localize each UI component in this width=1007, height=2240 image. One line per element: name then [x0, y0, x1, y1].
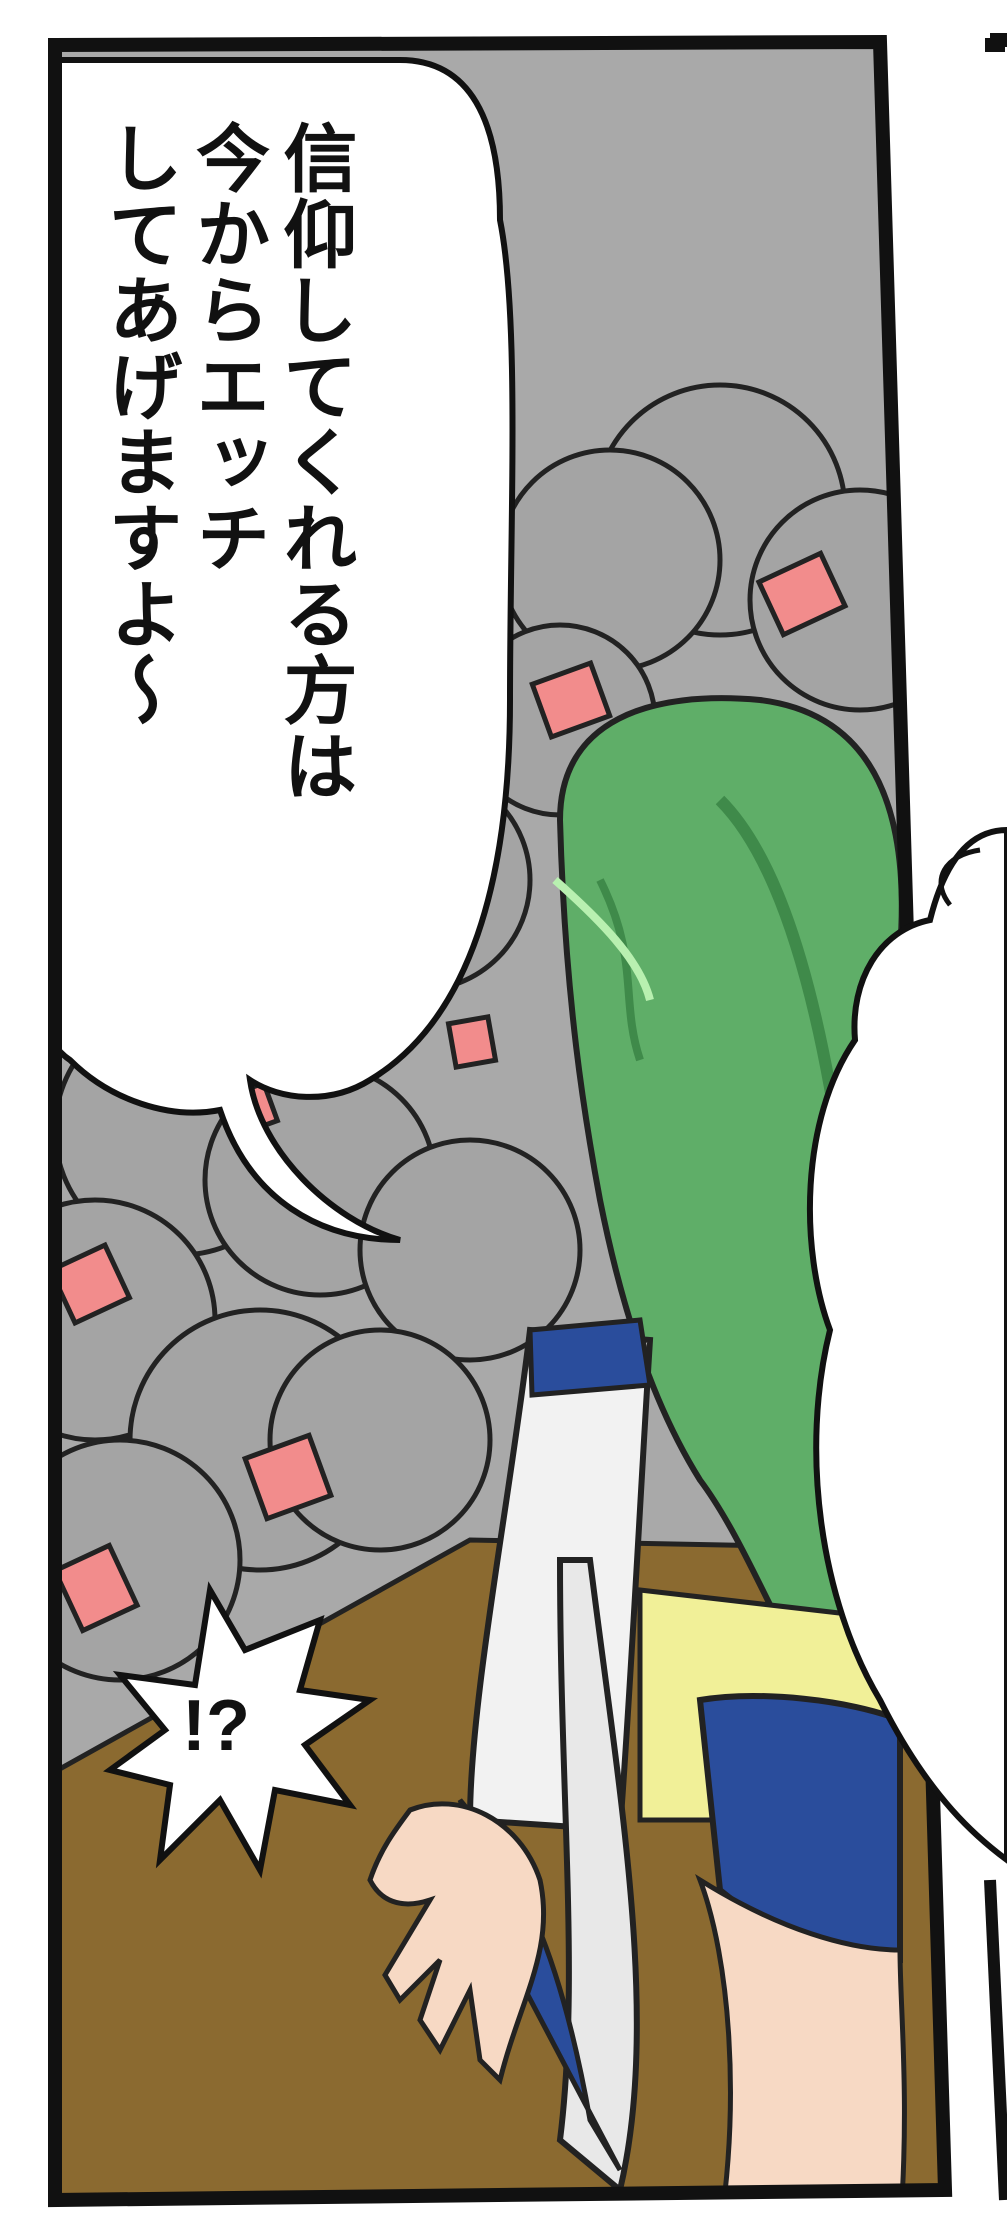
speech-main-text: 信仰してくれる方は 今からエッチ してあげますよ～ — [95, 120, 357, 804]
sleeve-drape — [556, 1557, 640, 2196]
left-panel — [48, 34, 953, 2208]
legs — [695, 1873, 907, 2200]
sleeve-band — [527, 1317, 653, 1398]
sfx-text: !? — [182, 1686, 250, 1766]
left-panel-border — [48, 34, 953, 2208]
hand — [367, 1801, 547, 2085]
speech-main-line: してあげますよ～ — [96, 120, 183, 728]
speech-bubble-right — [806, 826, 1007, 1864]
speech-right-line: ここ — [980, 1000, 1007, 1156]
speech-main-line: 今からエッチ — [183, 120, 270, 576]
right-panel — [806, 33, 1007, 2201]
sfx-burst — [103, 1581, 378, 1879]
speech-main-line: 信仰してくれる方は — [270, 120, 357, 804]
speech-right-text: ここ — [980, 1000, 1007, 1156]
speech-bubble-main — [55, 57, 516, 1243]
